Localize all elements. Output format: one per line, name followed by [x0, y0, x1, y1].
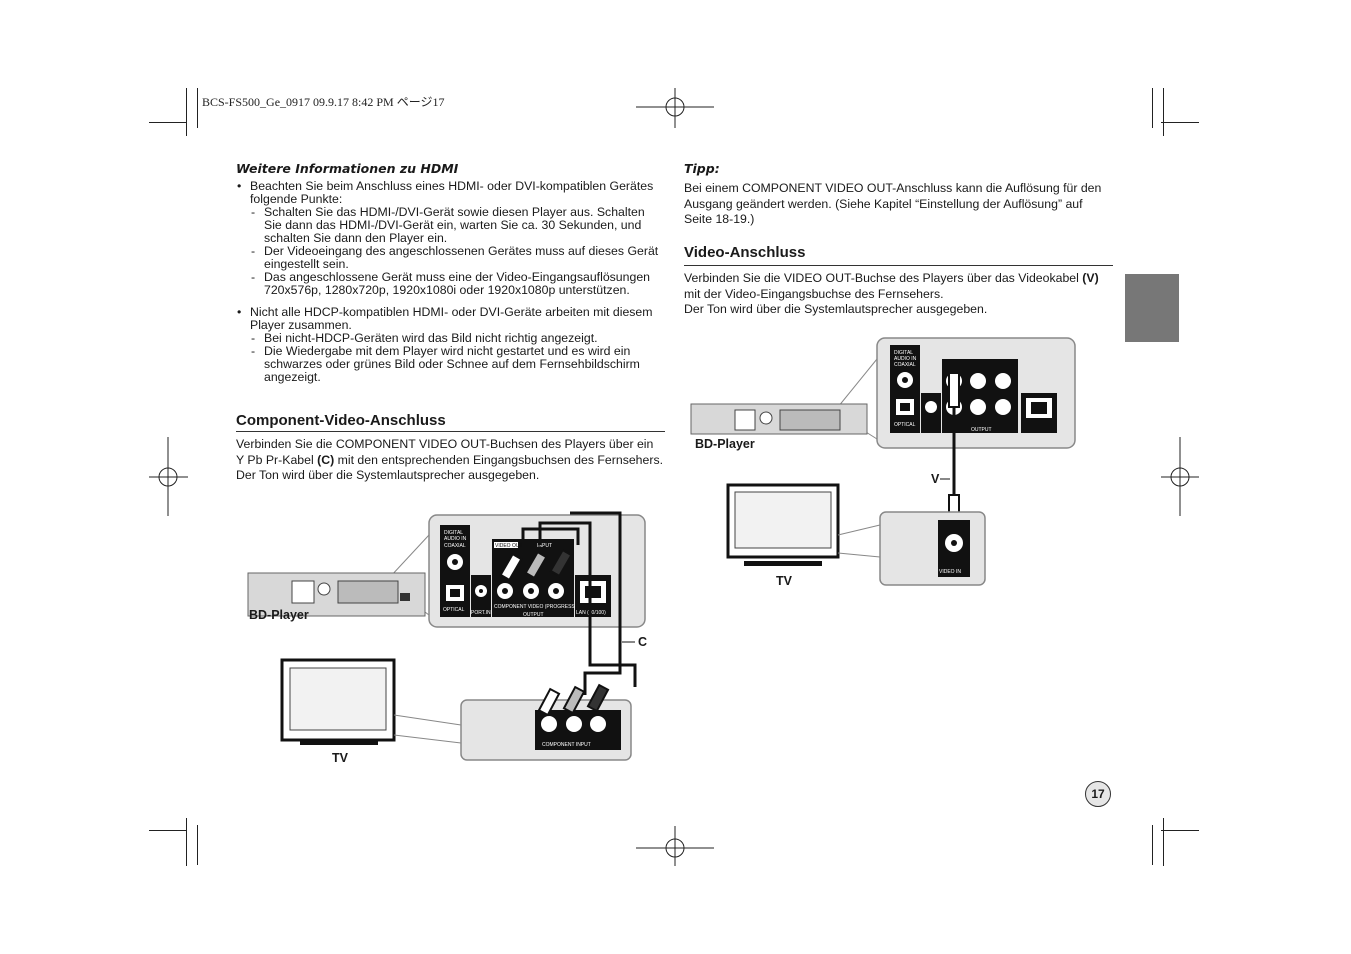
- tip-heading: Tipp:: [684, 161, 720, 176]
- panel-label-digital-audio-in: DIGITAL: [444, 530, 463, 536]
- video-heading: Video-Anschluss: [684, 244, 806, 261]
- svg-text:OUTPUT: OUTPUT: [971, 427, 992, 433]
- svg-text:COAXIAL: COAXIAL: [894, 362, 916, 368]
- list-item: Die Wiedergabe mit dem Player wird nicht…: [250, 345, 664, 384]
- svg-text:DIGITAL: DIGITAL: [894, 350, 913, 356]
- section-divider: [236, 431, 665, 432]
- video-text: Verbinden Sie die VIDEO OUT-Buchse des P…: [684, 271, 1099, 316]
- svg-text:AUDIO IN: AUDIO IN: [894, 356, 917, 362]
- panel-label-portin: PORT.IN: [471, 610, 491, 616]
- list-item: Schalten Sie das HDMI-/DVI-Gerät sowie d…: [250, 206, 664, 245]
- hdmi-bullet-list: Beachten Sie beim Anschluss eines HDMI- …: [236, 180, 664, 384]
- section-divider: [684, 265, 1113, 266]
- tv-label: TV: [776, 574, 792, 588]
- tv-label: TV: [332, 751, 348, 765]
- list-item: Der Videoeingang des angeschlossenen Ger…: [250, 245, 664, 271]
- component-heading: Component-Video-Anschluss: [236, 412, 446, 429]
- list-item: Das angeschlossene Gerät muss eine der V…: [250, 271, 664, 297]
- section-tab: [1125, 274, 1179, 342]
- page-number: 17: [1085, 781, 1111, 807]
- tip-text: Bei einem COMPONENT VIDEO OUT-Anschluss …: [684, 181, 1102, 226]
- panel-label-coaxial: COAXIAL: [444, 543, 466, 549]
- list-item: Nicht alle HDCP-kompatiblen HDMI- oder D…: [236, 306, 664, 384]
- cable-label-v: V: [931, 472, 940, 486]
- video-connection-diagram: DIGITAL AUDIO IN COAXIAL OPTICAL OUTPUT …: [690, 337, 1076, 586]
- print-header: BCS-FS500_Ge_0917 09.9.17 8:42 PM ページ17: [202, 95, 445, 109]
- panel-label-input: INPUT: [537, 543, 552, 549]
- hdmi-heading: Weitere Informationen zu HDMI: [236, 161, 459, 176]
- panel-label-video-in: VIDEO IN: [939, 569, 961, 575]
- list-item: Bei nicht-HDCP-Geräten wird das Bild nic…: [250, 332, 664, 346]
- bd-player-label: BD-Player: [695, 437, 755, 451]
- panel-label-optical: OPTICAL: [443, 607, 465, 613]
- component-connection-diagram: DIGITAL AUDIO IN COAXIAL OPTICAL PORT.IN…: [247, 511, 646, 761]
- list-item: Beachten Sie beim Anschluss eines HDMI- …: [236, 180, 664, 297]
- cable-label-c: C: [638, 635, 648, 649]
- panel-label-output: OUTPUT: [523, 612, 544, 618]
- svg-text:OPTICAL: OPTICAL: [894, 422, 916, 428]
- panel-label-component: COMPONENT VIDEO (PROGRESSIVE SCAN): [494, 604, 600, 610]
- svg-text:AUDIO IN: AUDIO IN: [444, 536, 467, 542]
- component-text: Verbinden Sie die COMPONENT VIDEO OUT-Bu…: [236, 437, 664, 482]
- bd-player-label: BD-Player: [249, 608, 309, 622]
- panel-label-component-input: COMPONENT INPUT: [542, 742, 591, 748]
- panel-label-video-out: VIDEO OUT: [495, 543, 523, 549]
